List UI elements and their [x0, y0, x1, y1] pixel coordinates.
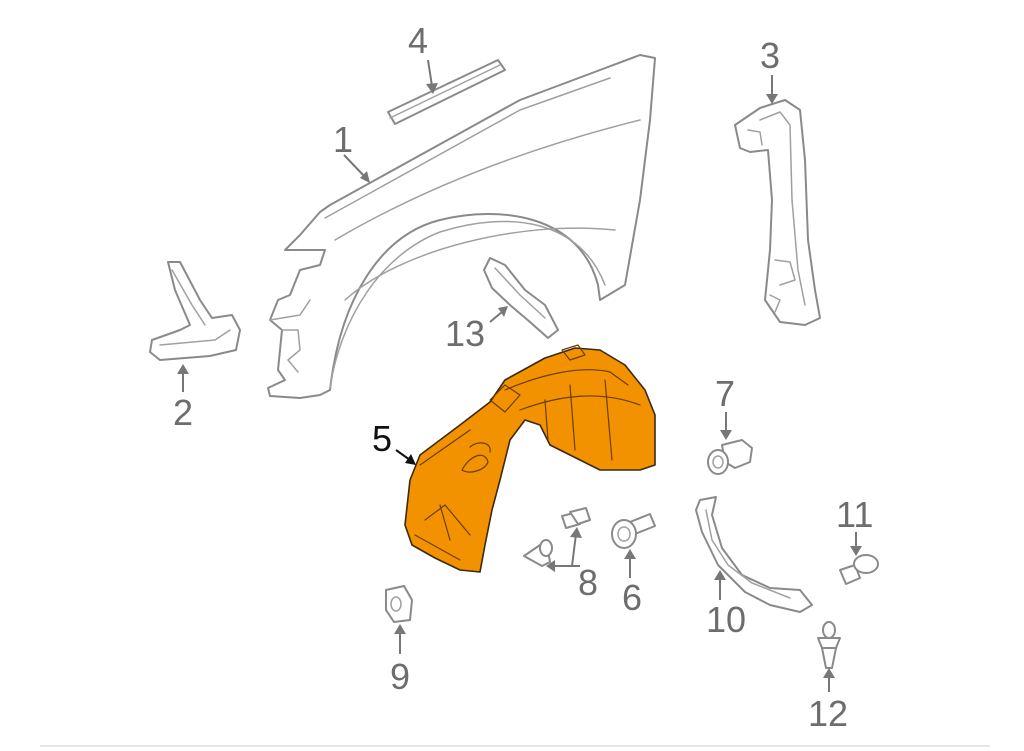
- arrow-8b: [546, 560, 555, 572]
- callout-10[interactable]: 10: [706, 599, 746, 640]
- arrow-1: [360, 171, 370, 183]
- arrow-3: [766, 94, 778, 104]
- leader-5: [395, 449, 411, 461]
- callout-9[interactable]: 9: [390, 656, 410, 697]
- footer-divider: [40, 745, 990, 747]
- part-8-screws[interactable]: [523, 507, 591, 567]
- callout-12[interactable]: 12: [808, 693, 848, 734]
- arrow-10: [714, 570, 726, 580]
- part-7-clip[interactable]: [707, 439, 753, 475]
- arrow-11: [850, 546, 862, 556]
- part-10-splash-shield[interactable]: [695, 496, 813, 613]
- arrow-8a: [570, 527, 582, 538]
- callout-11[interactable]: 11: [836, 494, 873, 535]
- callout-5[interactable]: 5: [372, 418, 392, 459]
- arrow-13: [498, 306, 508, 317]
- part-6-bolt[interactable]: [611, 513, 656, 549]
- arrow-12: [823, 668, 835, 678]
- callout-4[interactable]: 4: [408, 20, 428, 61]
- arrow-2: [177, 364, 189, 374]
- callout-6[interactable]: 6: [622, 577, 642, 618]
- part-4-moulding[interactable]: [387, 59, 506, 125]
- callout-3[interactable]: 3: [760, 35, 780, 76]
- arrow-9: [394, 624, 406, 634]
- leader-4: [427, 59, 433, 87]
- part-5-fender-liner[interactable]: [404, 344, 656, 573]
- callout-13[interactable]: 13: [445, 313, 485, 354]
- part-13-shield[interactable]: [483, 257, 559, 339]
- callout-7[interactable]: 7: [715, 373, 735, 414]
- leader-lines: [177, 59, 862, 692]
- part-12-rivet[interactable]: [817, 621, 841, 669]
- part-9-clip[interactable]: [385, 585, 413, 623]
- callout-2[interactable]: 2: [173, 392, 193, 433]
- part-2-bracket[interactable]: [149, 261, 241, 361]
- arrow-7: [720, 430, 732, 440]
- part-1-fender[interactable]: [267, 54, 656, 399]
- arrow-6: [624, 549, 636, 559]
- leader-8b: [571, 533, 577, 567]
- part-11-push-clip[interactable]: [839, 554, 879, 585]
- leader-1: [343, 154, 367, 179]
- callout-1[interactable]: 1: [333, 119, 353, 160]
- arrow-5: [405, 454, 416, 465]
- arrow-4: [426, 83, 438, 94]
- leader-13: [489, 311, 503, 323]
- callout-8[interactable]: 8: [578, 562, 598, 603]
- callout-labels: 1 2 3 4 5 6 7 8 9 10 11 12 13: [173, 20, 873, 734]
- part-3-bracket[interactable]: [734, 99, 821, 326]
